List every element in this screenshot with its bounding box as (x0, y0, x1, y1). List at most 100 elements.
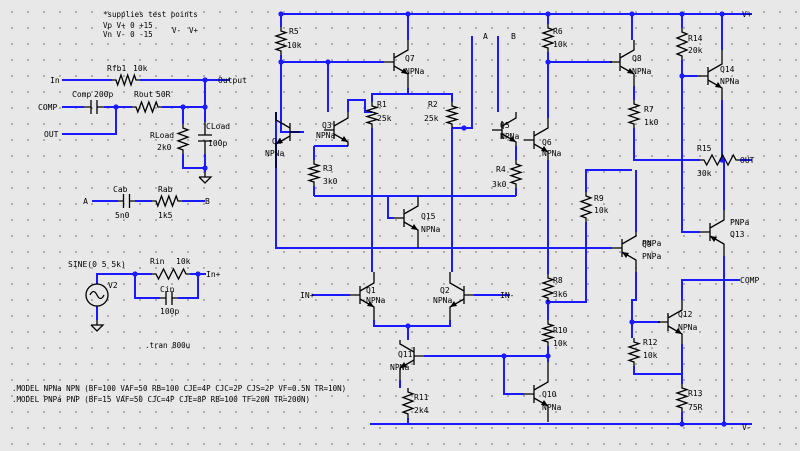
resistor-r8[interactable] (540, 274, 556, 302)
label-in-plus: IN+ (300, 291, 315, 300)
capacitor-cin[interactable] (160, 291, 178, 305)
resistor-r7[interactable] (626, 100, 642, 128)
transistor-q8[interactable] (610, 40, 635, 86)
wire (681, 76, 700, 233)
resistor-rout[interactable] (132, 100, 162, 114)
value-r14: 20k (688, 46, 703, 55)
label-r13: R13 (688, 389, 703, 398)
transistor-q12[interactable] (658, 300, 683, 344)
directive-vp: Vp V+ 0 +15 (103, 21, 153, 30)
directive-tran: .tran 800u (145, 341, 190, 350)
resistor-r3[interactable] (306, 160, 322, 186)
label-r10: R10 (553, 326, 568, 335)
resistor-r1[interactable] (364, 102, 380, 128)
value-r5: 10k (287, 41, 302, 50)
resistor-r12[interactable] (626, 338, 642, 366)
transistor-q7[interactable] (384, 40, 409, 88)
value-q8: NPNa (632, 67, 651, 76)
transistor-q2[interactable] (449, 272, 474, 320)
label-b-node: B (511, 32, 516, 41)
label-q5: Q5 (500, 121, 510, 130)
label-rfb1: Rfb1 (107, 64, 126, 73)
transistor-q14[interactable] (698, 50, 723, 100)
sine-icon (89, 290, 105, 300)
label-q15: Q15 (421, 212, 436, 221)
junction-dot (202, 77, 208, 83)
value-q7: NPNa (405, 67, 424, 76)
value-rab: 1k5 (158, 211, 173, 220)
label-comp-right: COMP (740, 276, 759, 285)
capacitor-comp[interactable] (84, 100, 104, 114)
junction-dot (679, 11, 685, 17)
transistor-q4[interactable] (275, 112, 300, 168)
label-comp: Comp (72, 90, 91, 99)
label-q10: Q10 (542, 390, 557, 399)
wire (633, 366, 682, 375)
junction-dot (461, 125, 467, 131)
directive-model-pnp: .MODEL PNPa PNP (BF=15 VAF=50 CJC=4P CJE… (12, 395, 310, 404)
value-r1: 25k (377, 114, 392, 123)
junction-dot (629, 11, 635, 17)
value-q10: NPNa (542, 403, 561, 412)
label-q13: Q13 (730, 230, 745, 239)
label-in-plus-src: In+ (206, 270, 221, 279)
value-rout: 50R (156, 90, 171, 99)
resistor-rfb1[interactable] (112, 72, 140, 88)
resistor-r9[interactable] (579, 192, 593, 222)
resistor-r15[interactable] (700, 153, 740, 167)
junction-dot (405, 11, 411, 17)
label-rout: Rout (134, 90, 153, 99)
label-in-minus: IN- (500, 291, 514, 300)
wire (681, 60, 698, 77)
transistor-q1[interactable] (350, 272, 375, 320)
resistor-r14[interactable] (675, 28, 689, 60)
junction-dot (545, 11, 551, 17)
resistor-r5[interactable] (273, 27, 289, 55)
testpoint-vminus: V- (172, 26, 181, 35)
junction-dot (132, 271, 138, 277)
junction-dot (202, 104, 208, 110)
transistor-q9[interactable] (612, 232, 637, 272)
transistor-q15[interactable] (394, 196, 419, 248)
value-r11: 2k4 (414, 406, 429, 415)
resistor-r2[interactable] (444, 102, 460, 128)
value-q11: NPNa (390, 363, 409, 372)
junction-dot (545, 353, 551, 359)
value-q14: NPNa (720, 77, 739, 86)
label-r8: R8 (553, 276, 563, 285)
components (84, 24, 740, 422)
label-q8: Q8 (632, 54, 642, 63)
voltage-source-v2[interactable] (85, 283, 109, 307)
transistor-q5[interactable] (492, 112, 517, 146)
label-a-left: A (83, 197, 88, 206)
capacitor-cload[interactable] (198, 122, 212, 154)
junction-dot (679, 421, 685, 427)
transistor-q6[interactable] (524, 118, 549, 160)
transistor-q3[interactable] (324, 112, 349, 146)
label-q4: Q4 (272, 137, 282, 146)
resistor-r6[interactable] (540, 24, 556, 52)
resistor-rab[interactable] (152, 194, 182, 208)
junction-dot (113, 104, 119, 110)
value-rload: 2k0 (157, 143, 172, 152)
value-r13: 75R (688, 403, 703, 412)
label-out-right: OUT (740, 156, 755, 165)
resistor-rload[interactable] (176, 124, 190, 154)
resistor-r11[interactable] (401, 388, 415, 418)
capacitor-cab[interactable] (118, 194, 135, 208)
resistor-r10[interactable] (540, 320, 556, 346)
junction-dot (195, 271, 201, 277)
resistor-r4[interactable] (508, 160, 524, 188)
junction-dot (202, 165, 208, 171)
label-r12: R12 (643, 338, 658, 347)
resistor-rin[interactable] (152, 267, 190, 281)
value-r12: 10k (643, 351, 658, 360)
wire (408, 93, 453, 102)
transistor-q11[interactable] (399, 340, 424, 380)
transistor-q10[interactable] (524, 362, 549, 422)
wire (373, 320, 451, 327)
transistor-q13[interactable] (700, 210, 725, 256)
resistor-r13[interactable] (674, 384, 690, 412)
